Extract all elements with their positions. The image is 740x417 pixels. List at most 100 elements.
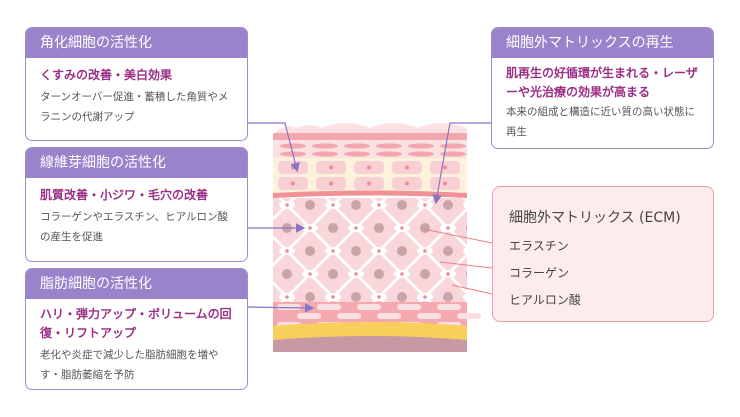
- elastin-dot: [305, 246, 315, 256]
- elastin-dot: [443, 200, 453, 210]
- fat-layer: [273, 322, 467, 340]
- elastin-dot: [305, 292, 315, 302]
- collagen-diamond: [381, 276, 423, 304]
- fibroblast-nucleus: [469, 295, 473, 299]
- elastin-dot: [259, 200, 269, 210]
- fibroblast-nucleus: [469, 203, 473, 207]
- collagen-diamond: [519, 322, 561, 364]
- collagen-diamond: [289, 198, 331, 226]
- fibroblast-nucleus: [400, 226, 404, 230]
- fat-cell: [457, 313, 481, 319]
- box-desc: コラーゲンやエラスチン、ヒアルロン酸の産生を促進: [40, 211, 229, 243]
- flat-cell: [408, 143, 434, 149]
- ecm-regeneration-box: 細胞外マトリックスの再生 肌再生の好循環が生まれる・レーザーや光治療の効果が高ま…: [491, 27, 714, 149]
- elastin-dot: [466, 271, 467, 277]
- elastin-dot: [328, 223, 338, 233]
- elastin-dot: [351, 292, 361, 302]
- arrow-keratinocyte: [248, 122, 300, 173]
- collagen-diamond: [282, 198, 292, 203]
- elastin-dot: [374, 269, 384, 279]
- flat-cell: [440, 143, 466, 149]
- elastin-dot: [351, 246, 361, 256]
- collagen-diamond: [450, 257, 467, 291]
- fat-cell: [417, 313, 441, 319]
- fibroblast-nucleus: [446, 272, 450, 276]
- fibroblast-box: 線維芽細胞の活性化 肌質改善・小ジワ・毛穴の改善 コラーゲンやエラスチン、ヒアル…: [25, 147, 248, 262]
- fat-cell: [357, 304, 381, 310]
- elastin-dot: [420, 223, 430, 233]
- collagen-diamond: [289, 276, 331, 304]
- collagen-diamond: [335, 198, 377, 226]
- nucleus: [443, 165, 447, 170]
- basement-membrane: [273, 190, 467, 198]
- collagen-diamond: [466, 198, 467, 199]
- box-title: ハリ・弾力アップ・ボリュームの回復・リフトアップ: [40, 307, 232, 340]
- box-header: 細胞外マトリックスの再生: [492, 28, 713, 58]
- nucleus: [329, 181, 333, 186]
- arrow-adipocyte: [247, 303, 315, 313]
- elastin-dot: [328, 269, 338, 279]
- fibroblast-nucleus: [285, 203, 289, 207]
- elastin-dot: [397, 200, 407, 210]
- elastin-dot: [420, 269, 430, 279]
- fat-cell: [437, 304, 461, 310]
- collagen-diamond: [420, 198, 430, 203]
- adipocyte-box: 脂肪細胞の活性化 ハリ・弾力アップ・ボリュームの回復・リフトアップ 老化や炎症で…: [25, 268, 248, 390]
- box-header: 角化細胞の活性化: [26, 28, 247, 58]
- fat-cell: [297, 313, 321, 319]
- fibroblast-nucleus: [469, 249, 473, 253]
- nucleus: [443, 181, 447, 186]
- elastin-dot: [351, 200, 361, 210]
- elastin-dot: [259, 246, 269, 256]
- collagen-diamond: [328, 198, 338, 203]
- keratinocyte-box: 角化細胞の活性化 くすみの改善・美白効果 ターンオーバー促進・蓄積した角質やメラ…: [25, 27, 248, 141]
- fibroblast-nucleus: [285, 295, 289, 299]
- elastin-dot: [305, 200, 315, 210]
- flat-cell: [312, 151, 338, 157]
- box-desc: ターンオーバー促進・蓄積した角質やメラニンの代謝アップ: [40, 91, 229, 123]
- elastin-dot: [259, 292, 269, 302]
- fibroblast-nucleus: [377, 295, 381, 299]
- nucleus: [291, 181, 295, 186]
- arrow-ecm: [432, 122, 491, 205]
- fat-cell: [377, 313, 401, 319]
- ecm-title: 細胞外マトリックス (ECM): [509, 210, 681, 226]
- dermis-pattern: [256, 198, 561, 364]
- elastin-dot: [282, 269, 292, 279]
- elastin-dot: [443, 292, 453, 302]
- ecm-item-collagen: コラーゲン: [509, 266, 570, 280]
- fibroblast-nucleus: [262, 272, 266, 276]
- nucleus: [367, 181, 371, 186]
- collagen-diamond: [427, 276, 467, 304]
- fibroblast-nucleus: [354, 272, 358, 276]
- flat-cell: [344, 143, 370, 149]
- fibroblast-nucleus: [423, 249, 427, 253]
- collagen-diamond: [473, 322, 515, 364]
- fibroblast-nucleus: [423, 203, 427, 207]
- fibroblast-nucleus: [331, 295, 335, 299]
- ecm-legend-box: 細胞外マトリックス (ECM) エラスチン コラーゲン ヒアルロン酸: [492, 186, 714, 322]
- nucleus: [367, 165, 371, 170]
- flat-cell: [312, 143, 338, 149]
- elastin-dot: [443, 246, 453, 256]
- ecm-leader-line: [439, 261, 493, 269]
- fibroblast: [463, 201, 467, 209]
- fibroblast-nucleus: [354, 226, 358, 230]
- collagen-diamond: [374, 198, 384, 203]
- box-desc: 本来の組成と構造に近い質の高い状態に再生: [506, 106, 695, 138]
- collagen-diamond: [450, 211, 467, 245]
- fibroblast: [463, 247, 467, 255]
- fibroblast: [256, 270, 272, 278]
- flat-cell: [408, 151, 434, 157]
- box-title: くすみの改善・美白効果: [40, 68, 173, 82]
- flat-cell: [440, 151, 466, 157]
- fibroblast-nucleus: [308, 226, 312, 230]
- fibroblast-nucleus: [423, 295, 427, 299]
- nucleus: [329, 165, 333, 170]
- fat-cell: [317, 304, 341, 310]
- collagen-diamond: [427, 198, 467, 226]
- elastin-dot: [397, 292, 407, 302]
- box-title: 肌質改善・小ジワ・毛穴の改善: [40, 188, 209, 202]
